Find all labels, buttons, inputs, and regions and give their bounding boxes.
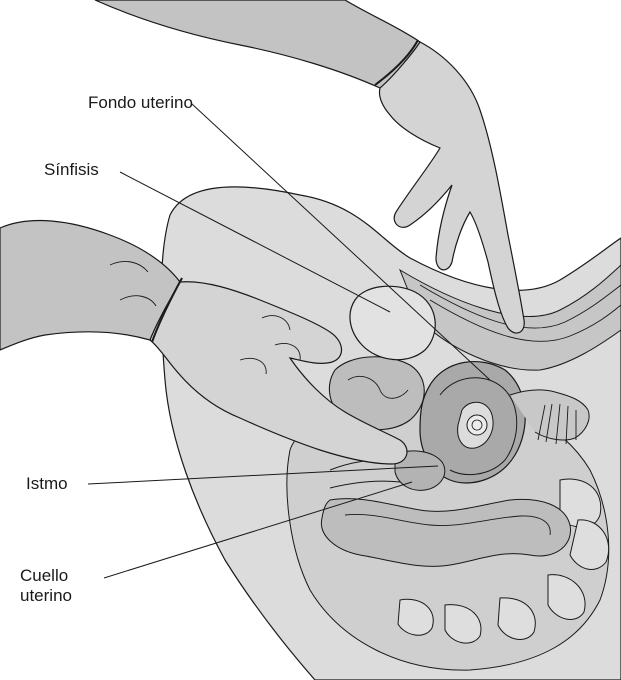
label-fondo-uterino: Fondo uterino [88, 93, 193, 113]
fetal-sac [467, 415, 487, 435]
left-sleeve [0, 221, 180, 350]
label-sinfisis: Sínfisis [44, 160, 99, 180]
upper-sleeve [95, 0, 420, 88]
label-istmo: Istmo [26, 474, 68, 494]
label-cuello-uterino: Cuello uterino [20, 566, 110, 606]
